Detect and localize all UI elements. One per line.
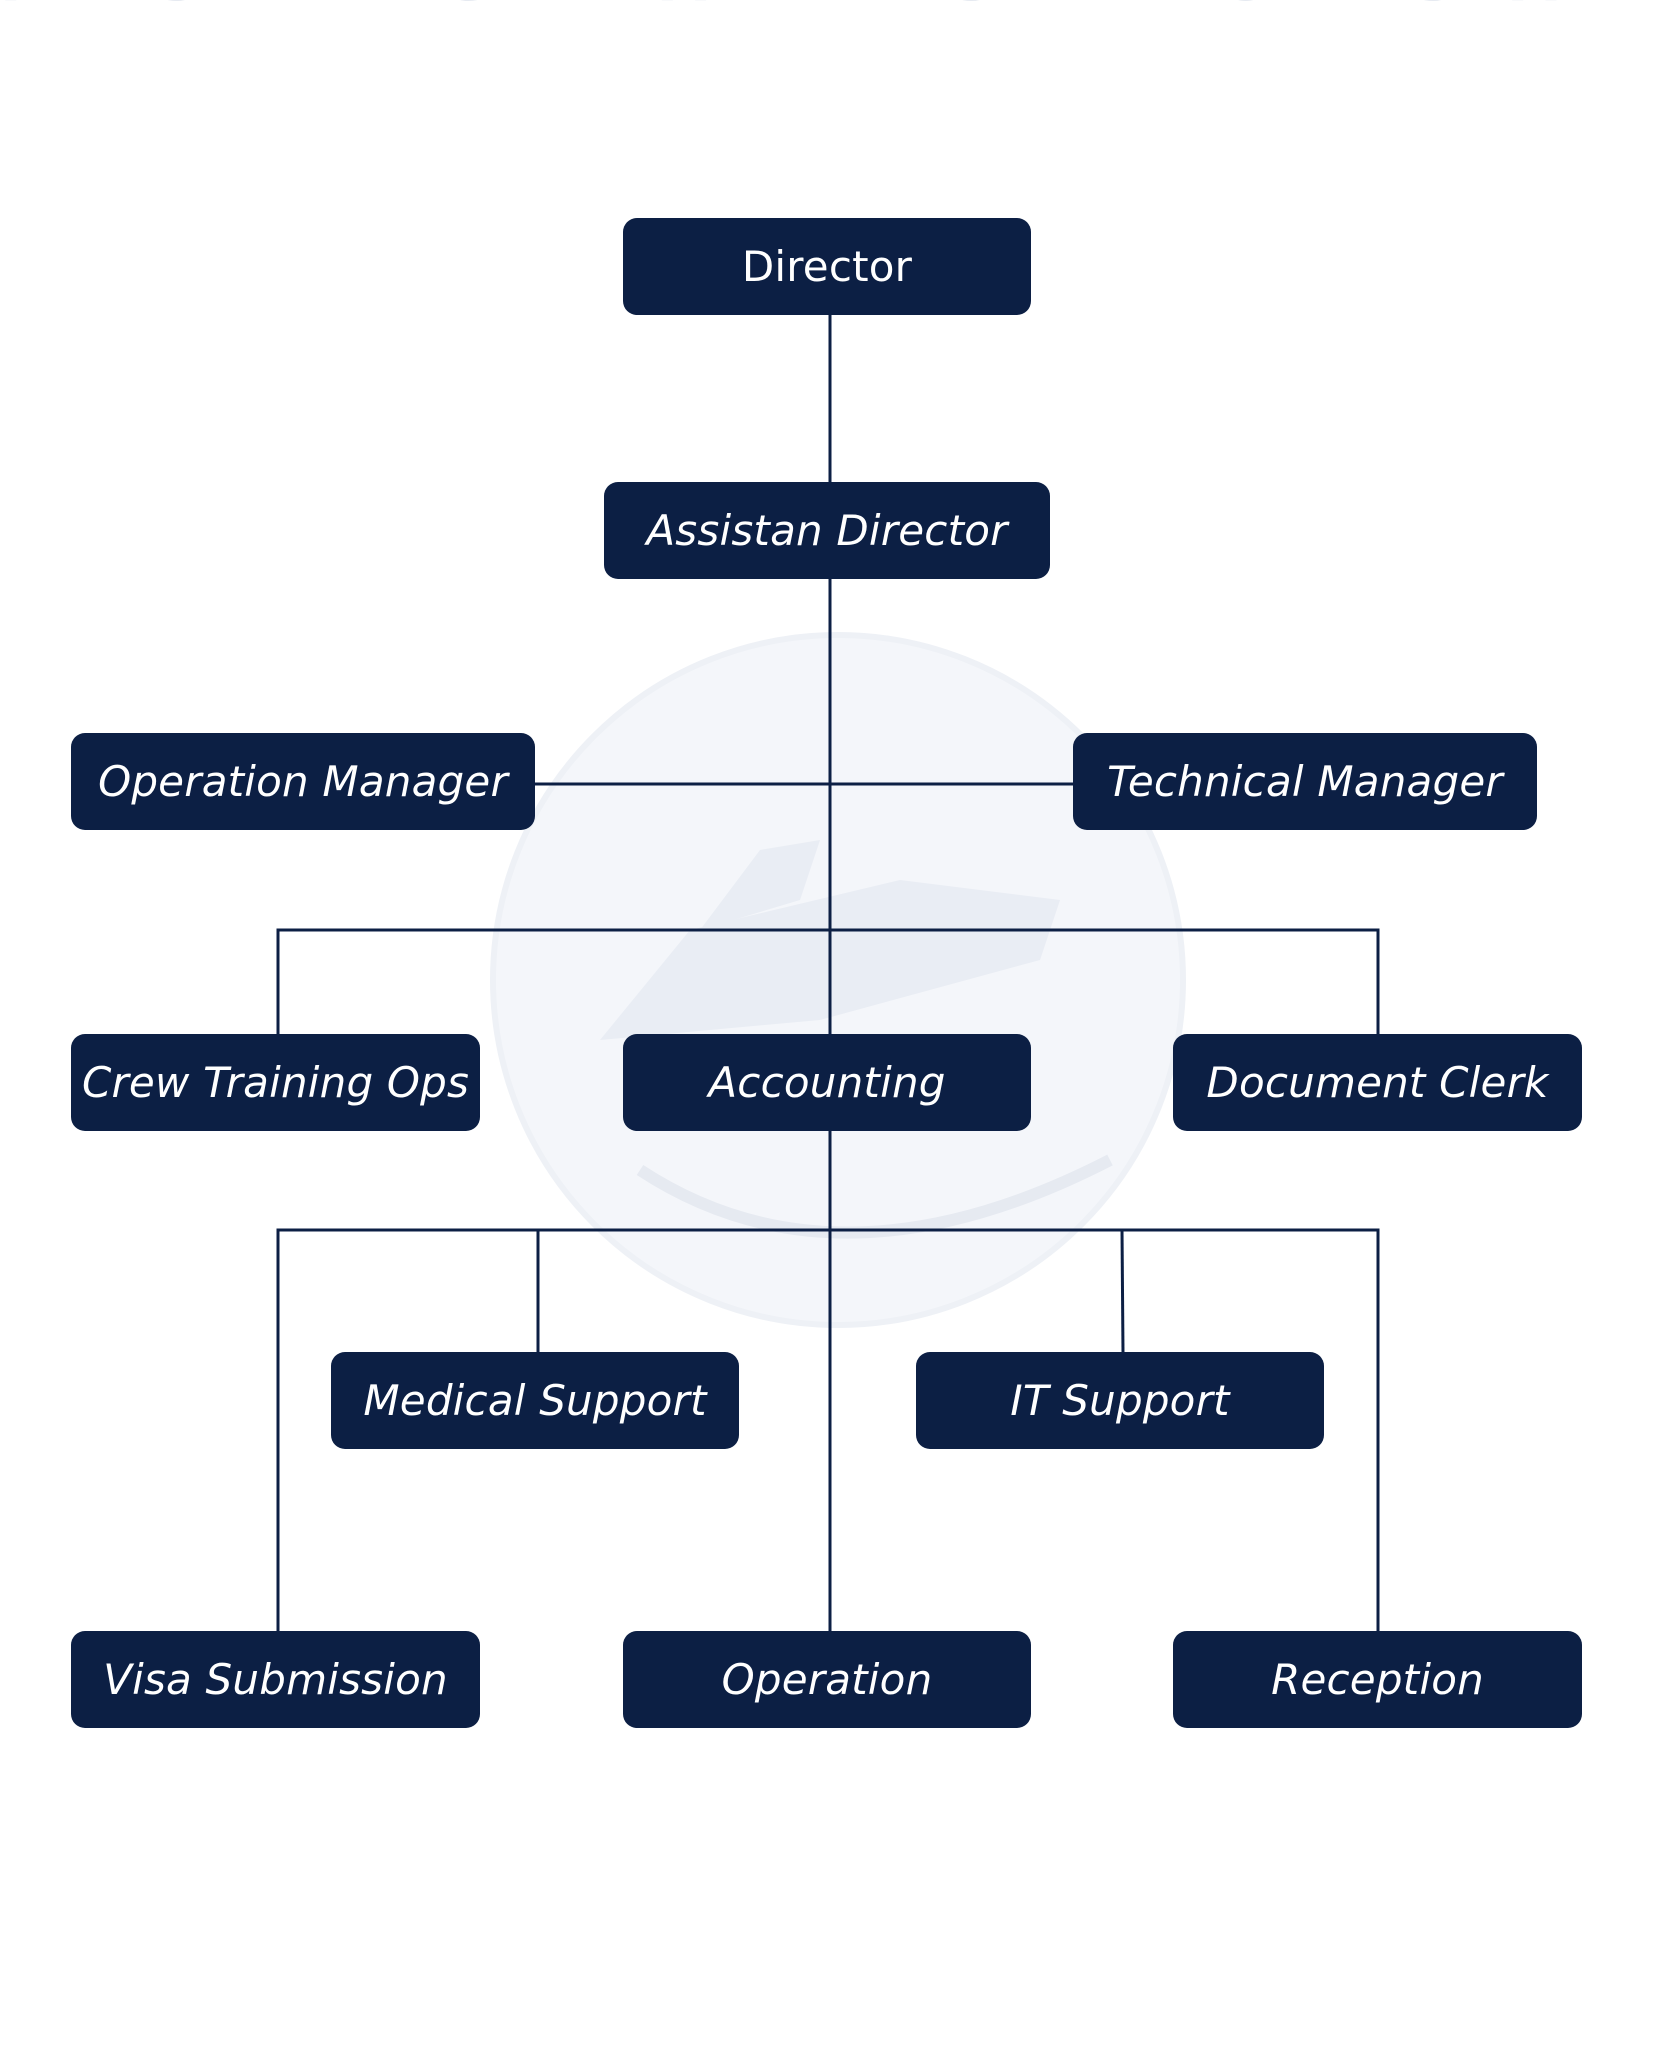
node-label: Visa Submission xyxy=(103,1655,448,1704)
node-it-support: IT Support xyxy=(916,1352,1324,1449)
watermark-text: PT SINERGI MARINES INDONESIA xyxy=(0,0,1575,14)
node-assistant-director: Assistan Director xyxy=(604,482,1050,579)
node-label: Assistan Director xyxy=(646,506,1008,555)
node-label: Crew Training Ops xyxy=(81,1058,470,1107)
node-medical-support: Medical Support xyxy=(331,1352,739,1449)
node-accounting: Accounting xyxy=(623,1034,1031,1131)
node-label: IT Support xyxy=(1010,1376,1230,1425)
node-label: Technical Manager xyxy=(1107,757,1503,806)
node-label: Operation xyxy=(721,1655,933,1704)
node-operation-manager: Operation Manager xyxy=(71,733,535,830)
node-document-clerk: Document Clerk xyxy=(1173,1034,1582,1131)
connector-row4-it xyxy=(1120,1228,1125,1354)
node-label: Medical Support xyxy=(363,1376,707,1425)
node-label: Reception xyxy=(1271,1655,1484,1704)
node-operation: Operation xyxy=(623,1631,1031,1728)
node-label: Accounting xyxy=(708,1058,946,1107)
node-crew-training-ops: Crew Training Ops xyxy=(71,1034,480,1131)
node-reception: Reception xyxy=(1173,1631,1582,1728)
node-label: Director xyxy=(741,242,913,291)
node-director: Director xyxy=(623,218,1031,315)
node-visa-submission: Visa Submission xyxy=(71,1631,480,1728)
node-label: Document Clerk xyxy=(1206,1058,1549,1107)
node-technical-manager: Technical Manager xyxy=(1073,733,1537,830)
node-label: Operation Manager xyxy=(98,757,508,806)
